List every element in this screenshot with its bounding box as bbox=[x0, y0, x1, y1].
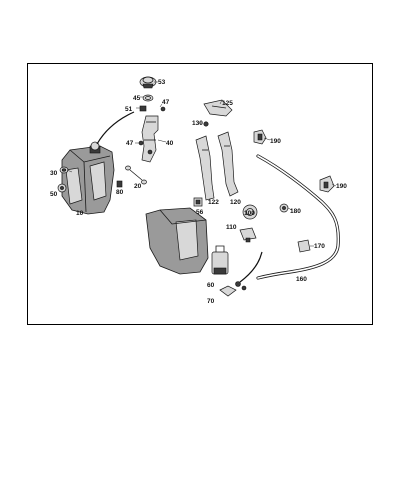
callout-110: 110 bbox=[226, 224, 237, 231]
callout-47-bracket: 47 bbox=[126, 140, 134, 147]
diagram-frame bbox=[27, 63, 373, 325]
filler-cap-53 bbox=[139, 76, 157, 89]
callout-120: 120 bbox=[230, 199, 241, 206]
seal-45 bbox=[142, 94, 154, 102]
leader-180 bbox=[287, 207, 293, 211]
seal-70 bbox=[219, 285, 237, 297]
washer-reservoir bbox=[61, 141, 115, 215]
fitting-180 bbox=[279, 203, 289, 213]
callout-53: 53 bbox=[158, 79, 166, 86]
callout-70: 70 bbox=[207, 298, 215, 305]
callout-10: 10 bbox=[76, 210, 84, 217]
clamp-20 bbox=[125, 165, 147, 185]
leader-47a bbox=[159, 103, 163, 108]
callout-30: 30 bbox=[50, 170, 58, 177]
hood-arm-122 bbox=[195, 135, 215, 201]
pump-bracket-40 bbox=[141, 115, 159, 163]
callout-160: 160 bbox=[296, 276, 307, 283]
screw-47-bracket bbox=[138, 140, 144, 146]
callout-50: 50 bbox=[50, 191, 58, 198]
callout-180: 180 bbox=[290, 208, 301, 215]
connector-110 bbox=[239, 227, 257, 243]
callout-122: 122 bbox=[208, 199, 219, 206]
leader-190a bbox=[263, 137, 271, 141]
washer-pump-60 bbox=[211, 245, 229, 275]
callout-125: 125 bbox=[222, 100, 233, 107]
pump-hose bbox=[239, 251, 263, 283]
reservoir-hose bbox=[96, 111, 135, 145]
leader-40 bbox=[157, 139, 167, 143]
callout-190-top: 190 bbox=[270, 138, 281, 145]
hose-clip-170 bbox=[297, 239, 311, 253]
leader-30 bbox=[66, 169, 73, 173]
hose-line-160 bbox=[256, 154, 340, 280]
pump-connector bbox=[235, 281, 247, 291]
clip-56 bbox=[193, 197, 203, 207]
nozzle-125 bbox=[203, 99, 233, 117]
jet-190-top bbox=[253, 129, 267, 145]
callout-40: 40 bbox=[166, 140, 174, 147]
callout-190-right: 190 bbox=[336, 183, 347, 190]
screw-47-top bbox=[160, 106, 166, 112]
callout-60: 60 bbox=[207, 282, 215, 289]
grommet-30 bbox=[59, 166, 69, 174]
callout-51: 51 bbox=[125, 106, 133, 113]
clip-50 bbox=[57, 183, 67, 193]
valve-100 bbox=[242, 204, 258, 220]
callout-56: 56 bbox=[196, 209, 204, 216]
callout-45: 45 bbox=[133, 95, 141, 102]
callout-47-top: 47 bbox=[162, 99, 170, 106]
clip-51 bbox=[139, 105, 147, 112]
hood-arm-120 bbox=[217, 131, 239, 197]
callout-170: 170 bbox=[314, 243, 325, 250]
callout-130: 130 bbox=[192, 120, 203, 127]
callout-20: 20 bbox=[134, 183, 142, 190]
callout-80: 80 bbox=[116, 189, 124, 196]
nut-80 bbox=[116, 180, 123, 188]
tank-shroud bbox=[145, 207, 209, 275]
leader-125 bbox=[219, 99, 223, 105]
clip-130 bbox=[203, 121, 209, 127]
leader-190b bbox=[331, 183, 337, 187]
callout-labels: 53 45 51 47 40 47 30 50 10 20 80 125 130… bbox=[50, 79, 347, 305]
jet-190-right bbox=[319, 175, 335, 193]
callout-100: 100 bbox=[244, 210, 255, 217]
